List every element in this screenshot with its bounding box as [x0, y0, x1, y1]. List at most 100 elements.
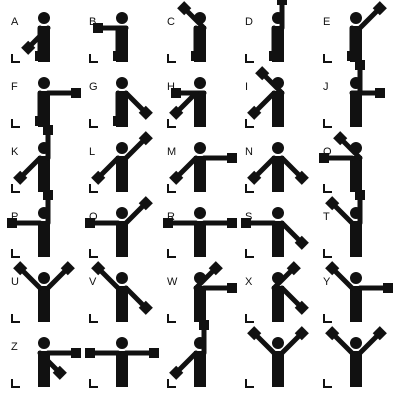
figure-body	[194, 221, 206, 257]
signal-cell-W: W	[167, 261, 237, 322]
figure-head	[116, 142, 128, 154]
figure-head	[116, 207, 128, 219]
signal-flag	[171, 88, 181, 98]
signal-cell-D: D	[245, 0, 287, 62]
signal-flag	[35, 51, 45, 61]
signal-cell-P: P	[7, 190, 53, 257]
signal-cell-Z: Z	[11, 337, 81, 387]
signal-cell-blank-26	[85, 337, 159, 387]
signal-flag	[113, 51, 123, 61]
signal-letter: D	[245, 16, 253, 28]
signal-arm	[126, 206, 143, 223]
signal-arm	[126, 288, 143, 305]
signal-cell-G: G	[89, 77, 153, 127]
signal-letter: L	[89, 146, 95, 158]
signal-cell-J: J	[323, 60, 385, 127]
signal-flag	[199, 320, 209, 330]
signal-cell-I: I	[245, 66, 284, 127]
signal-arm	[257, 158, 274, 175]
signal-cell-Y: Y	[323, 261, 393, 322]
signal-letter: Z	[11, 341, 18, 353]
signal-cell-Q: Q	[85, 196, 153, 257]
signal-letter: A	[11, 16, 19, 28]
signal-arm	[23, 271, 40, 288]
signal-flag	[241, 218, 251, 228]
signal-arm	[282, 288, 299, 305]
ground-mark	[324, 379, 332, 387]
signal-arm	[126, 141, 143, 158]
ground-mark	[90, 314, 98, 322]
ground-mark	[90, 249, 98, 257]
figure-head	[272, 142, 284, 154]
figure-head	[272, 207, 284, 219]
signal-cell-L: L	[89, 131, 153, 192]
figure-head	[272, 337, 284, 349]
signal-letter: T	[323, 211, 330, 223]
signal-arm	[282, 223, 299, 240]
signal-cell-K: K	[11, 125, 53, 192]
ground-mark	[90, 54, 98, 62]
figure-head	[350, 272, 362, 284]
signal-arm	[48, 271, 65, 288]
ground-mark	[324, 184, 332, 192]
signal-flag	[347, 51, 357, 61]
signal-cell-R: R	[163, 207, 237, 257]
signal-cell-M: M	[167, 142, 237, 192]
signal-letter: X	[245, 276, 253, 288]
signal-arm	[335, 206, 352, 223]
ground-mark	[12, 379, 20, 387]
ground-mark	[324, 314, 332, 322]
figure-body	[116, 221, 128, 257]
signal-flag	[163, 218, 173, 228]
ground-mark	[324, 119, 332, 127]
signal-flag	[227, 153, 237, 163]
signal-letter: N	[245, 146, 253, 158]
figure-head	[38, 337, 50, 349]
signal-arm	[257, 93, 274, 110]
signal-cell-A: A	[11, 12, 50, 62]
signal-flag	[383, 283, 393, 293]
signal-letter: E	[323, 16, 330, 28]
ground-mark	[324, 249, 332, 257]
signal-arm	[257, 336, 274, 353]
ground-mark	[12, 184, 20, 192]
signal-cell-T: T	[323, 190, 365, 257]
ground-mark	[168, 379, 176, 387]
signal-letter: I	[245, 81, 248, 93]
signal-arm	[360, 11, 377, 28]
signal-flag	[93, 23, 103, 33]
ground-mark	[90, 119, 98, 127]
signal-flag	[113, 116, 123, 126]
signal-flag	[43, 190, 53, 200]
signal-arm	[179, 158, 196, 175]
ground-mark	[246, 54, 254, 62]
figure-head	[38, 12, 50, 24]
signal-cell-blank-28	[246, 326, 309, 387]
signal-cell-S: S	[241, 207, 309, 257]
ground-mark	[246, 119, 254, 127]
signal-flag	[85, 348, 95, 358]
signal-cell-O: O	[319, 131, 362, 192]
signal-arm	[179, 93, 196, 110]
ground-mark	[12, 119, 20, 127]
signal-flag	[71, 348, 81, 358]
signal-arm	[282, 336, 299, 353]
ground-mark	[168, 54, 176, 62]
signal-flag	[227, 283, 237, 293]
figure-head	[116, 272, 128, 284]
figure-head	[116, 337, 128, 349]
signal-letter: F	[11, 81, 18, 93]
signal-flag	[35, 116, 45, 126]
figure-body	[350, 221, 362, 257]
signal-cell-blank-27	[168, 320, 209, 387]
signal-flag	[227, 218, 237, 228]
signal-cell-F: F	[11, 77, 81, 127]
figure-body	[350, 286, 362, 322]
ground-mark	[246, 184, 254, 192]
ground-mark	[12, 54, 20, 62]
signal-flag	[269, 51, 279, 61]
signal-arm	[101, 158, 118, 175]
ground-mark	[168, 249, 176, 257]
ground-mark	[12, 314, 20, 322]
signal-flag	[85, 218, 95, 228]
